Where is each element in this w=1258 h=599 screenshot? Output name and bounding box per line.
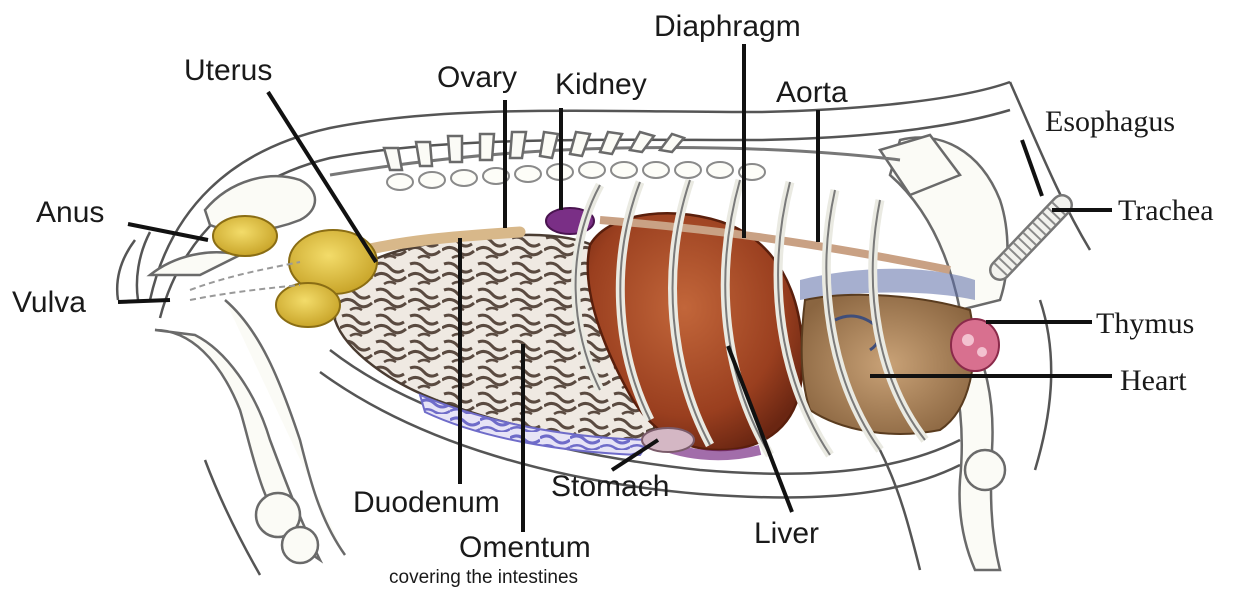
leader-vulva bbox=[118, 300, 170, 302]
label-stomach: Stomach bbox=[551, 470, 669, 503]
label-vulva: Vulva bbox=[12, 286, 86, 319]
trachea-tube bbox=[1000, 205, 1062, 270]
label-trachea: Trachea bbox=[1118, 194, 1214, 227]
label-esophagus: Esophagus bbox=[1045, 105, 1175, 138]
label-omentum-note: covering the intestines bbox=[389, 567, 578, 588]
label-liver: Liver bbox=[754, 517, 819, 550]
label-thymus: Thymus bbox=[1096, 307, 1194, 340]
label-heart: Heart bbox=[1120, 364, 1187, 397]
stomach-organ bbox=[642, 428, 694, 452]
label-duodenum: Duodenum bbox=[353, 486, 500, 519]
label-omentum: Omentum bbox=[459, 531, 591, 564]
label-anus: Anus bbox=[36, 196, 104, 229]
label-diaphragm: Diaphragm bbox=[654, 10, 801, 43]
leader-anus bbox=[128, 224, 208, 240]
label-aorta: Aorta bbox=[776, 76, 848, 109]
label-kidney: Kidney bbox=[555, 68, 647, 101]
label-uterus: Uterus bbox=[184, 54, 272, 87]
label-ovary: Ovary bbox=[437, 61, 517, 94]
spine bbox=[330, 132, 900, 190]
